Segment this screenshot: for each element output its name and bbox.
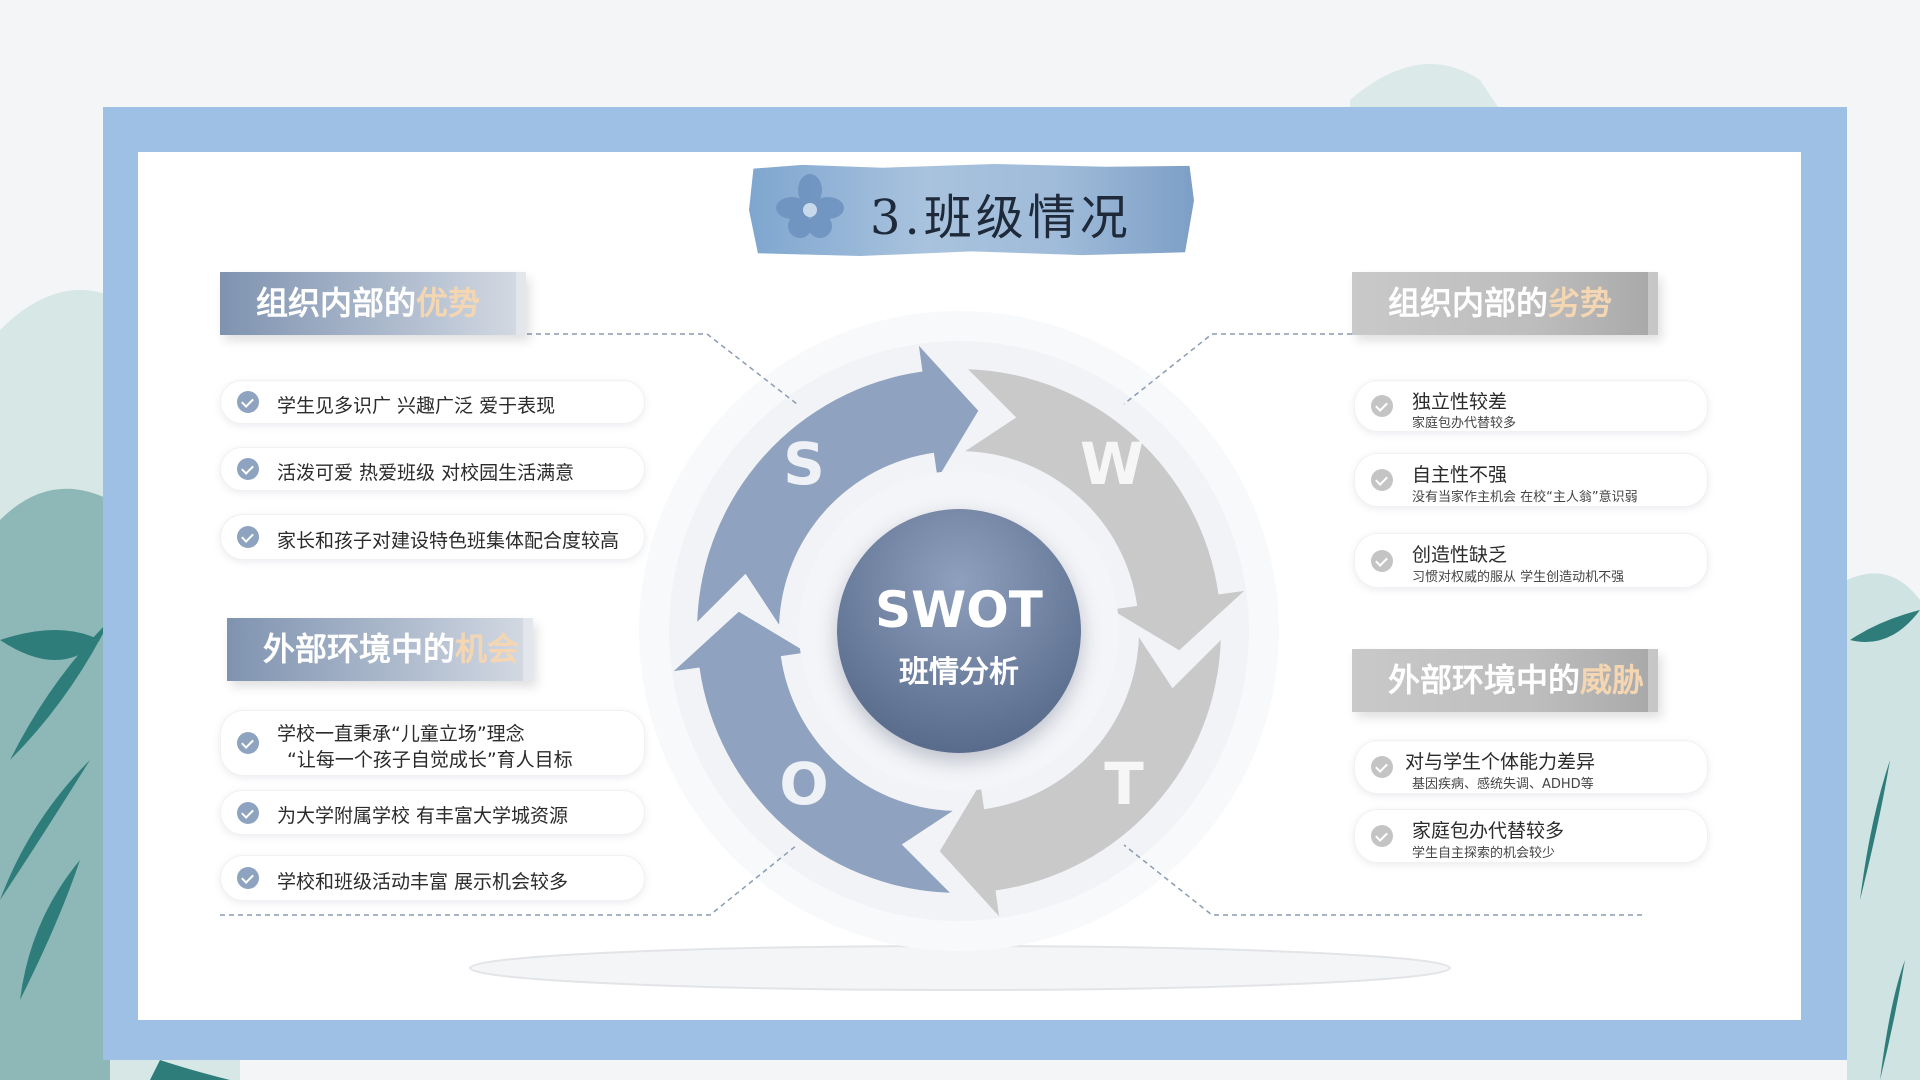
connector-threats (1123, 844, 1642, 916)
list-item: 学生见多识广 兴趣广泛 爱于表现 (220, 380, 645, 424)
list-item: 家庭包办代替较多学生自主探索的机会较少 (1354, 809, 1708, 863)
item-title: 对与学生个体能力差异 (1405, 751, 1596, 773)
strengths-header: 组织内部的优势 (220, 272, 526, 335)
list-item: 学校和班级活动丰富 展示机会较多 (220, 855, 645, 901)
header-highlight: 优势 (416, 284, 481, 322)
connector-lines (220, 333, 1642, 916)
item-text: 为大学附属学校 有丰富大学城资源 (277, 805, 569, 827)
list-item: 为大学附属学校 有丰富大学城资源 (220, 790, 645, 835)
check-icon (237, 458, 259, 480)
swot-segment-s (697, 345, 979, 625)
item-subtitle: 家庭包办代替较多 (1412, 416, 1517, 431)
item-text: 家长和孩子对建设特色班集体配合度较高 (277, 530, 620, 552)
list-item: 活泼可爱 热爱班级 对校园生活满意 (220, 447, 645, 491)
letter-w: W (1080, 430, 1144, 498)
check-icon (237, 391, 259, 413)
opportunities-header: 外部环境中的机会 (227, 618, 533, 681)
swot-segment-o (673, 611, 953, 893)
connector-weaknesses (1123, 333, 1352, 405)
connector-opportunities (220, 844, 798, 916)
check-icon (1371, 395, 1393, 417)
item-title: 自主性不强 (1412, 464, 1508, 486)
list-item: 对与学生个体能力差异基因疾病、感统失调、ADHD等 (1354, 740, 1708, 794)
weaknesses-header: 组织内部的劣势 (1352, 272, 1658, 335)
header-highlight: 威胁 (1580, 661, 1645, 699)
list-item: 学校一直秉承“儿童立场”理念 “让每一个孩子自觉成长”育人目标 (220, 710, 645, 776)
list-item: 家长和孩子对建设特色班集体配合度较高 (220, 514, 645, 560)
swot-title: SWOT (875, 581, 1043, 639)
letter-s: S (783, 430, 825, 498)
swot-subtitle: 班情分析 (899, 655, 1019, 690)
header-highlight: 机会 (455, 630, 520, 668)
header-prefix: 外部环境中的 (263, 630, 456, 668)
swot-segment-t (939, 637, 1221, 917)
check-icon (1371, 549, 1393, 572)
item-title: 独立性较差 (1412, 391, 1508, 413)
header-prefix: 外部环境中的 (1388, 661, 1581, 699)
page-title: 3.班级情况 (870, 190, 1132, 246)
bamboo-leaves-left (0, 620, 230, 1080)
list-item: 独立性较差家庭包办代替较多 (1354, 380, 1708, 432)
item-subtitle: 基因疾病、感统失调、ADHD等 (1412, 777, 1594, 792)
header-prefix: 组织内部的 (256, 284, 417, 322)
check-icon (237, 526, 259, 548)
list-item: 创造性缺乏习惯对权威的服从 学生创造动机不强 (1354, 533, 1708, 588)
check-icon (1371, 825, 1393, 847)
list-item: 自主性不强没有当家作主机会 在校“主人翁”意识弱 (1354, 453, 1708, 507)
letter-t: T (1104, 750, 1144, 818)
mountain-right-low (1847, 573, 1920, 1080)
item-text: 学校一直秉承“儿童立场”理念 (277, 723, 525, 745)
threats-header: 外部环境中的威胁 (1352, 649, 1658, 712)
bamboo-leaves-right (1850, 610, 1920, 1080)
letter-o: O (779, 750, 829, 818)
item-title: 创造性缺乏 (1412, 544, 1508, 566)
check-icon (1371, 469, 1393, 491)
connector-strengths (527, 333, 798, 405)
item-title: 家庭包办代替较多 (1412, 820, 1565, 842)
swot-segment-w (965, 369, 1245, 651)
item-subtitle: 学生自主探索的机会较少 (1412, 846, 1556, 861)
item-text: 学校和班级活动丰富 展示机会较多 (277, 871, 569, 893)
mountain-right (1350, 64, 1500, 110)
check-icon (237, 732, 259, 754)
item-text: 活泼可爱 热爱班级 对校园生活满意 (277, 462, 575, 484)
item-subtitle: 习惯对权威的服从 学生创造动机不强 (1412, 570, 1625, 585)
check-icon (237, 867, 259, 889)
item-subtitle: 没有当家作主机会 在校“主人翁”意识弱 (1412, 490, 1638, 505)
header-prefix: 组织内部的 (1388, 284, 1549, 322)
swot-center-circle: SWOT 班情分析 (837, 509, 1081, 753)
flower-icon (776, 174, 844, 238)
item-text: “让每一个孩子自觉成长”育人目标 (287, 749, 573, 771)
check-icon (1371, 756, 1393, 778)
base-platform (469, 945, 1451, 991)
header-highlight: 劣势 (1548, 284, 1613, 322)
item-text: 学生见多识广 兴趣广泛 爱于表现 (277, 395, 556, 417)
check-icon (237, 801, 259, 824)
